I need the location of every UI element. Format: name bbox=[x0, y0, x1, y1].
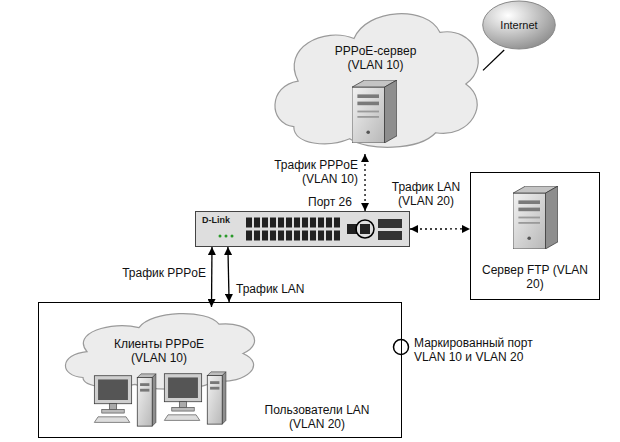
brand-logo: D-Link bbox=[202, 215, 230, 226]
cloud-shape bbox=[268, 2, 483, 154]
globe-shape bbox=[483, 1, 556, 49]
connector bbox=[483, 50, 504, 70]
client-label: Клиенты PPPoE (VLAN 10) bbox=[109, 337, 209, 365]
globe-label: Internet bbox=[500, 19, 537, 32]
traffic-label: Трафик PPPoE bbox=[110, 266, 206, 280]
switch-led bbox=[219, 235, 222, 238]
server-label: PPPoE-сервер (VLAN 10) bbox=[326, 44, 426, 72]
switch-ports bbox=[245, 216, 341, 242]
legend-swatch bbox=[392, 338, 410, 356]
port-label: Порт 26 bbox=[308, 195, 352, 209]
group-label: Пользователи LAN (VLAN 20) bbox=[247, 403, 387, 431]
switch-led bbox=[225, 235, 228, 238]
traffic-label: Трафик LAN bbox=[236, 282, 316, 296]
server-label: Сервер FTP (VLAN 20) bbox=[480, 263, 590, 291]
traffic-label: Трафик LAN (VLAN 20) bbox=[384, 180, 468, 208]
tagged-port-marker bbox=[356, 220, 374, 238]
traffic-label: Трафик PPPoE (VLAN 10) bbox=[262, 158, 358, 186]
client-pc-icon bbox=[164, 372, 226, 424]
server-box: Сервер FTP (VLAN 20) bbox=[470, 172, 600, 300]
pppoe-server-icon bbox=[352, 80, 397, 143]
cloud-outline bbox=[65, 314, 254, 390]
connector bbox=[211, 247, 213, 307]
switch-box: D-Link bbox=[195, 211, 410, 247]
switch-led bbox=[231, 235, 234, 238]
internet-globe: Internet bbox=[482, 0, 556, 50]
legend-text: Маркированный порт VLAN 10 и VLAN 20 bbox=[414, 336, 544, 364]
swatch-circle bbox=[394, 340, 409, 355]
switch-port bbox=[347, 224, 357, 234]
legend-row: Маркированный порт VLAN 10 и VLAN 20 bbox=[392, 336, 544, 364]
lan-box: Пользователи LAN (VLAN 20) Клиенты PPPoE … bbox=[38, 302, 402, 438]
switch-module bbox=[378, 219, 402, 228]
connector bbox=[410, 228, 470, 229]
network-cloud: PPPoE-сервер (VLAN 10) bbox=[268, 2, 483, 154]
connector bbox=[228, 247, 229, 302]
switch-port-26 bbox=[360, 224, 370, 234]
ftp-server-icon bbox=[513, 186, 558, 249]
connector bbox=[364, 154, 365, 211]
switch-module bbox=[378, 231, 402, 240]
cloud-outline bbox=[275, 14, 478, 148]
client-cloud: Клиенты PPPoE (VLAN 10) bbox=[59, 307, 259, 393]
client-pc-icon bbox=[94, 374, 156, 426]
